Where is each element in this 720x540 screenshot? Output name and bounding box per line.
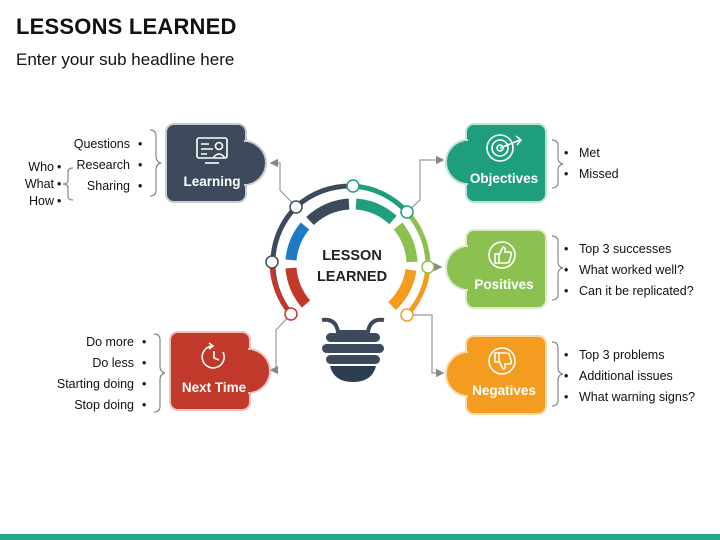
tile-next-time[interactable]: Next Time bbox=[169, 331, 271, 411]
learning-sub-item: What bbox=[24, 177, 54, 191]
node-left-mid bbox=[265, 255, 279, 269]
bullet: • bbox=[57, 194, 62, 208]
bullet: • bbox=[138, 179, 143, 193]
page-subtitle: Enter your sub headline here bbox=[16, 50, 235, 69]
inner-seg-dark bbox=[306, 198, 350, 226]
tile-learning[interactable]: Learning bbox=[165, 123, 267, 203]
bullet: • bbox=[142, 377, 147, 391]
tile-negatives[interactable]: Negatives bbox=[445, 335, 547, 415]
bullet: • bbox=[564, 284, 569, 298]
learning-sub-item: How bbox=[28, 194, 54, 208]
tile-learning-label: Learning bbox=[183, 174, 240, 189]
learning-item: Questions bbox=[73, 137, 130, 151]
bullet: • bbox=[138, 158, 143, 172]
clock-refresh-icon bbox=[201, 342, 225, 369]
tile-next-time-label: Next Time bbox=[182, 380, 247, 395]
brace-next-time bbox=[153, 333, 166, 413]
node-left-top bbox=[289, 200, 303, 214]
tile-negatives-label: Negatives bbox=[472, 383, 536, 398]
brace-negatives bbox=[551, 341, 564, 407]
node-right-bottom bbox=[400, 308, 414, 322]
presentation-screen-icon bbox=[196, 137, 228, 164]
bulb-base bbox=[321, 317, 385, 382]
thumbs-down-icon bbox=[488, 347, 516, 375]
tile-positives-label: Positives bbox=[474, 277, 533, 292]
learning-item: Research bbox=[76, 158, 131, 172]
brace-objectives bbox=[551, 139, 564, 189]
inner-seg-red bbox=[285, 267, 311, 308]
positives-item: Can it be replicated? bbox=[579, 284, 694, 298]
brace-positives bbox=[551, 235, 564, 301]
bullet: • bbox=[57, 160, 62, 174]
tile-positives[interactable]: Positives bbox=[445, 229, 547, 309]
node-right-mid bbox=[421, 260, 435, 274]
bullet: • bbox=[142, 335, 147, 349]
bullet: • bbox=[57, 177, 62, 191]
next-time-item: Stop doing bbox=[74, 398, 134, 412]
objectives-item: Missed bbox=[579, 167, 619, 181]
inner-seg-teal bbox=[355, 198, 397, 225]
tile-objectives[interactable]: Objectives bbox=[445, 123, 547, 203]
objectives-item: Met bbox=[579, 146, 600, 160]
next-time-item: Do more bbox=[86, 335, 134, 349]
connector-next-time bbox=[269, 313, 292, 375]
next-time-item: Do less bbox=[92, 356, 134, 370]
negatives-item: Additional issues bbox=[579, 369, 673, 383]
bullet: • bbox=[142, 398, 147, 412]
center-line-1: LESSON bbox=[322, 248, 382, 264]
bullet: • bbox=[142, 356, 147, 370]
inner-seg-green bbox=[393, 222, 418, 263]
bullet: • bbox=[564, 167, 569, 181]
negatives-item: Top 3 problems bbox=[579, 348, 665, 362]
bullet: • bbox=[138, 137, 143, 151]
next-time-item: Starting doing bbox=[56, 377, 134, 391]
inner-seg-orange bbox=[388, 268, 417, 311]
positives-item: Top 3 successes bbox=[579, 242, 672, 256]
bullet: • bbox=[564, 242, 569, 256]
learning-item: Sharing bbox=[86, 179, 130, 193]
inner-seg-blue bbox=[285, 222, 310, 261]
bullet: • bbox=[564, 369, 569, 383]
connector-learning bbox=[269, 158, 297, 208]
node-left-bottom bbox=[284, 307, 298, 321]
bottom-accent-bar bbox=[0, 534, 720, 540]
brace-learning-sub bbox=[62, 167, 74, 201]
bullet: • bbox=[564, 263, 569, 277]
page-title: LESSONS LEARNED bbox=[16, 14, 237, 39]
bullet: • bbox=[564, 390, 569, 404]
bullet: • bbox=[564, 348, 569, 362]
thumbs-up-icon bbox=[488, 241, 516, 269]
positives-item: What worked well? bbox=[579, 263, 684, 277]
connector-objectives bbox=[406, 155, 445, 213]
tile-objectives-label: Objectives bbox=[470, 171, 538, 186]
bullet: • bbox=[564, 146, 569, 160]
center-line-2: LEARNED bbox=[317, 269, 387, 285]
learning-sub-item: Who bbox=[28, 160, 54, 174]
negatives-item: What warning signs? bbox=[579, 390, 696, 404]
node-top bbox=[346, 179, 360, 193]
target-arrow-icon bbox=[486, 134, 523, 162]
brace-learning bbox=[149, 129, 162, 197]
connector-negatives bbox=[407, 314, 445, 378]
node-right-top bbox=[400, 205, 414, 219]
